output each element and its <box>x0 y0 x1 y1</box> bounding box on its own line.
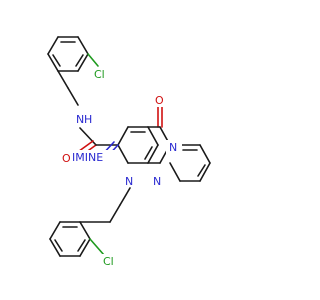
top-chlorophenyl-ring <box>47 36 89 72</box>
fused-nitrogen-label: N <box>169 141 177 154</box>
bottom-chlorophenyl-ring <box>49 221 91 257</box>
chlorine-label-bottom: Cl <box>103 255 114 268</box>
benzyl-ch2-top <box>57 70 69 89</box>
molecule-diagram: Cl N H O O N <box>47 36 211 268</box>
ring-nitrogen-label: N <box>153 175 161 188</box>
right-pyrido-ring <box>169 144 211 182</box>
amide-oxygen-label: O <box>62 152 71 165</box>
cl-bond-top <box>87 53 99 67</box>
amide-hydrogen-label: H <box>84 113 92 126</box>
chlorine-label-top: Cl <box>94 68 105 81</box>
amide-nitrogen-label: N <box>76 113 84 126</box>
structure-svg: Cl N H O O N <box>47 36 211 268</box>
cl-bond-bottom <box>89 238 105 256</box>
ch2-to-n-top <box>67 87 79 106</box>
ch2-ring-bond <box>109 204 121 223</box>
amide-n-c-bond <box>79 127 97 146</box>
n1-ch2-bond <box>119 187 131 206</box>
n1-nitrogen-label: N <box>125 175 133 188</box>
imine-label: IMINE <box>72 151 103 164</box>
central-pyridine-ring <box>117 126 159 164</box>
ketone-oxygen-label: O <box>155 94 164 107</box>
